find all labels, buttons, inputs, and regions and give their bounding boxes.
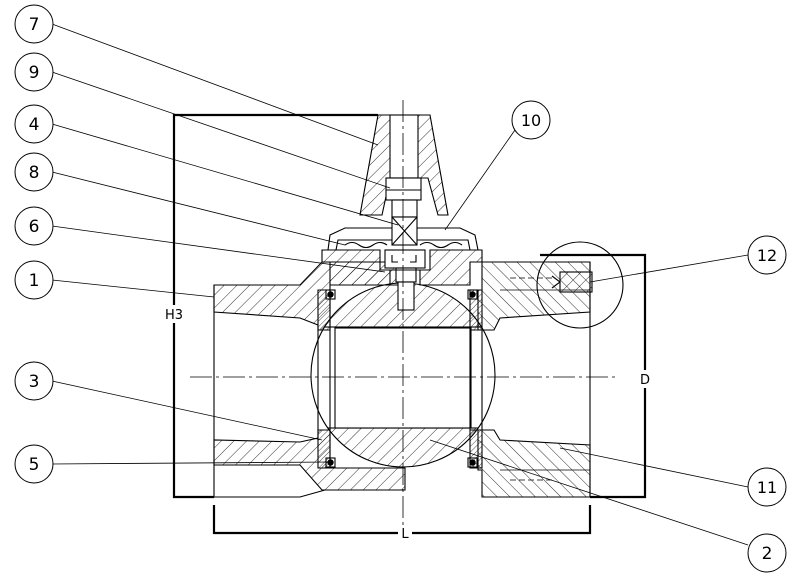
leader-lines — [51, 23, 749, 546]
callout-8-label: 8 — [29, 163, 40, 183]
callout-1-label: 1 — [29, 271, 40, 291]
callout-5-label: 5 — [29, 455, 40, 475]
callout-3: 3 — [14, 361, 54, 401]
stem-assembly — [327, 114, 479, 311]
callout-4: 4 — [14, 104, 54, 144]
callout-5: 5 — [14, 444, 54, 484]
callout-11-label: 11 — [757, 478, 777, 497]
dimension-h3-label: H3 — [165, 308, 183, 323]
callout-10-label: 10 — [521, 111, 541, 130]
dimension-d-label: D — [640, 373, 650, 388]
dimension-l-label: L — [401, 527, 409, 542]
callout-11: 11 — [747, 467, 787, 507]
h3-label-bg — [158, 305, 190, 323]
callout-9: 9 — [14, 52, 54, 92]
valve-body-section — [213, 249, 591, 498]
callout-7: 7 — [14, 4, 54, 44]
callout-10: 10 — [511, 100, 551, 140]
callout-2-label: 2 — [762, 544, 773, 564]
callout-9-label: 9 — [29, 63, 40, 83]
callout-7-label: 7 — [29, 15, 40, 35]
callout-1: 1 — [14, 260, 54, 300]
callout-12-label: 12 — [757, 246, 777, 265]
callout-12: 12 — [747, 235, 787, 275]
callout-2: 2 — [747, 533, 787, 573]
centerlines — [190, 100, 615, 530]
set-screw-detail — [536, 241, 624, 329]
callout-3-label: 3 — [29, 372, 40, 392]
callout-8: 8 — [14, 152, 54, 192]
callout-6: 6 — [14, 206, 54, 246]
callout-6-label: 6 — [29, 217, 40, 237]
l-label-bg — [398, 525, 412, 541]
o-rings — [325, 289, 478, 468]
callout-4-label: 4 — [29, 115, 40, 135]
d-label-bg — [636, 370, 654, 388]
